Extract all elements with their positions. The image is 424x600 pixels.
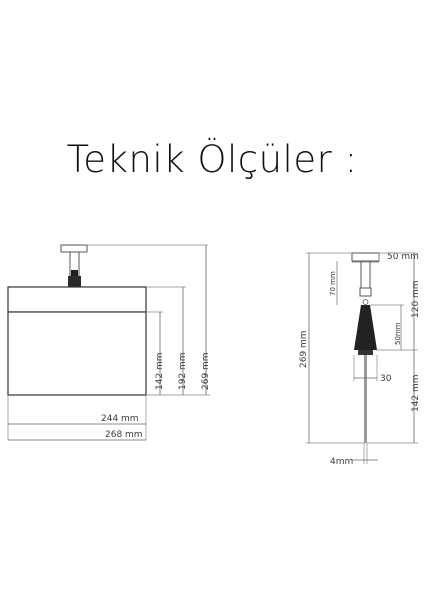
- side-joint-pin: [362, 299, 369, 305]
- front-lamp-panel: [7, 311, 147, 396]
- page-title: Teknik Ölçüler :: [66, 138, 358, 181]
- side-view: 269 mm 70 mm 50 mm 120 mm 142 mm 50mm: [299, 252, 421, 467]
- side-mount-stem: [360, 260, 371, 289]
- side-cone-body: [354, 305, 377, 350]
- side-dim-label-stem-height: 70 mm: [329, 271, 337, 296]
- front-ceiling-canopy: [60, 244, 88, 253]
- front-mount-joint: [68, 276, 81, 287]
- side-dim-label-panel-thickness: 4mm: [330, 457, 353, 467]
- front-dim-label-total-height: 269 mm: [201, 352, 211, 390]
- side-mount-joint: [359, 287, 372, 297]
- side-dim-label-upper-height: 120 mm: [411, 280, 421, 318]
- side-dim-label-canopy-width: 50 mm: [387, 252, 419, 262]
- side-cone-base: [358, 350, 373, 355]
- side-lamp-panel: [364, 355, 367, 443]
- side-dim-label-cone-width: 30: [380, 374, 392, 384]
- side-dim-label-lower-height: 142 mm: [411, 374, 421, 412]
- front-mount-connector: [71, 270, 78, 276]
- side-dim-label-total-height: 269 mm: [299, 330, 309, 368]
- front-view: 142 mm 192 mm 269 mm 244 mm 268 mm: [7, 244, 211, 441]
- front-dim-label-outer-width: 268 mm: [105, 430, 143, 440]
- side-dim-label-cone-height: 50mm: [394, 322, 402, 345]
- front-dim-label-inner-width: 244 mm: [101, 414, 139, 424]
- front-dim-label-panel-height: 142 mm: [155, 352, 165, 390]
- front-dim-label-body-height: 192 mm: [178, 352, 188, 390]
- front-lamp-body: [7, 286, 147, 313]
- side-ceiling-canopy: [351, 252, 380, 262]
